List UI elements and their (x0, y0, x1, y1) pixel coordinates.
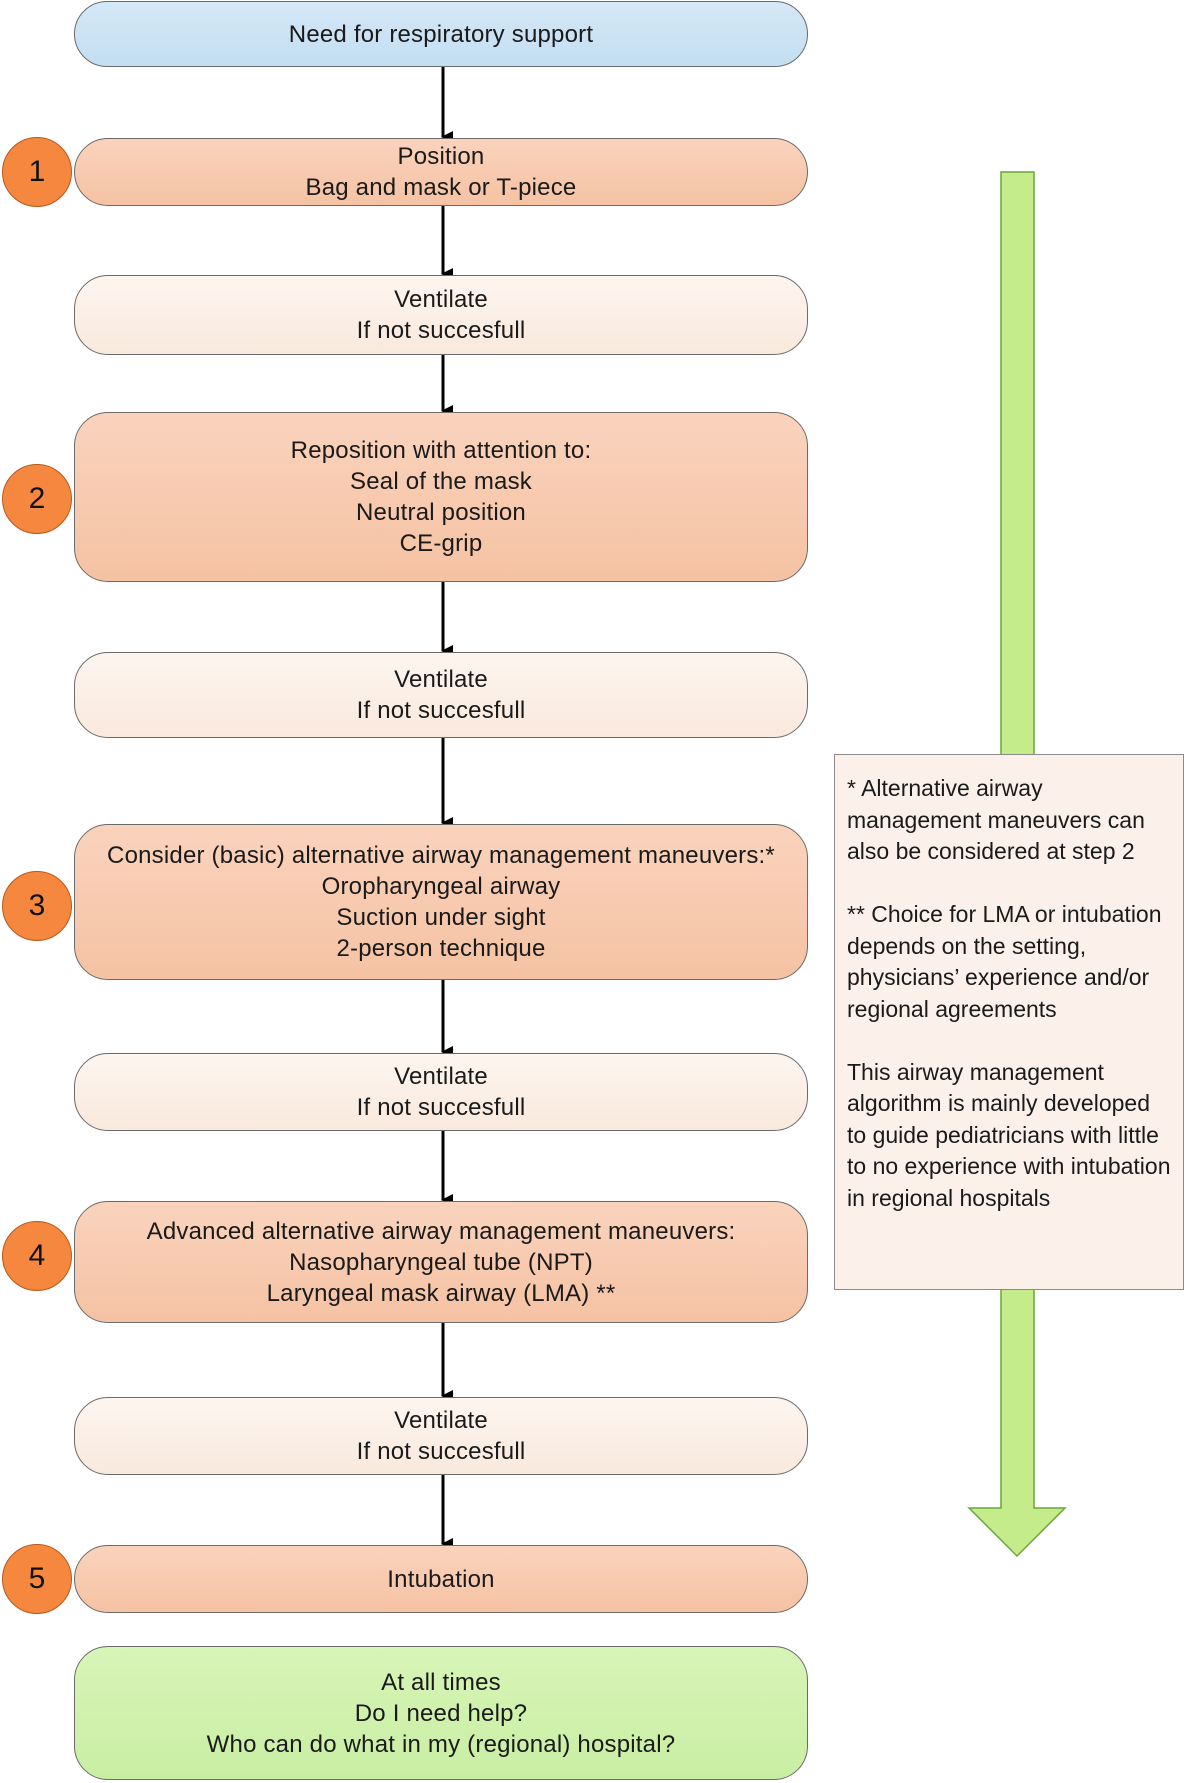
step-3-number: 3 (28, 889, 46, 922)
note-lma-choice: ** Choice for LMA or intubation depends … (847, 901, 1162, 1022)
note-algorithm-purpose: This airway management algorithm is main… (847, 1058, 1171, 1211)
ventilate-line: If not succesfull (356, 317, 526, 344)
ventilate-line: If not succesfull (356, 1094, 526, 1121)
step-2-line: Seal of the mask (350, 468, 532, 495)
ventilate-line: Ventilate (394, 1063, 488, 1090)
step-4-line: Nasopharyngeal tube (NPT) (289, 1248, 593, 1276)
step-2-line: CE-grip (399, 530, 483, 557)
step-2-line: Reposition with attention to: (290, 437, 592, 464)
ventilate-line: If not succesfull (356, 1438, 526, 1465)
ventilate-line: If not succesfull (356, 697, 526, 724)
ventilate-box-1: Ventilate If not succesfull (74, 275, 808, 355)
ventilate-line: Ventilate (394, 286, 488, 313)
final-line: Who can do what in my (regional) hospita… (206, 1730, 676, 1758)
ventilate-box-3: Ventilate If not succesfull (74, 1053, 808, 1131)
start-line: Need for respiratory support (288, 20, 594, 48)
step-5-badge: 5 (2, 1544, 72, 1614)
step-1-badge: 1 (2, 137, 72, 207)
note-alternative-maneuvers: * Alternative airway management maneuver… (847, 775, 1145, 864)
final-line: At all times (381, 1668, 501, 1696)
step-2-badge: 2 (2, 464, 72, 534)
step-3-badge: 3 (2, 871, 72, 941)
step-4-line: Advanced alternative airway management m… (146, 1217, 736, 1245)
ventilate-box-4: Ventilate If not succesfull (74, 1397, 808, 1475)
start-box: Need for respiratory support (74, 1, 808, 67)
step-3-line: Suction under sight (336, 904, 546, 931)
step-4-line: Laryngeal mask airway (LMA) ** (266, 1279, 616, 1307)
notes-box: * Alternative airway management maneuver… (834, 754, 1184, 1290)
at-all-times-box: At all times Do I need help? Who can do … (74, 1646, 808, 1780)
step-1-number: 1 (28, 155, 46, 188)
ventilate-line: Ventilate (394, 1407, 488, 1434)
step-4-box: Advanced alternative airway management m… (74, 1201, 808, 1323)
step-5-number: 5 (28, 1562, 46, 1595)
step-4-badge: 4 (2, 1221, 72, 1291)
step-2-line: Neutral position (356, 499, 526, 526)
step-1-line: Position (397, 143, 485, 170)
step-3-line: Consider (basic) alternative airway mana… (107, 842, 775, 869)
step-4-number: 4 (28, 1239, 46, 1272)
step-5-box: Intubation (74, 1545, 808, 1613)
step-3-line: Oropharyngeal airway (321, 873, 561, 900)
ventilate-box-2: Ventilate If not succesfull (74, 652, 808, 738)
step-3-box: Consider (basic) alternative airway mana… (74, 824, 808, 980)
step-1-box: Position Bag and mask or T-piece (74, 138, 808, 206)
final-line: Do I need help? (354, 1699, 528, 1727)
step-5-line: Intubation (387, 1565, 495, 1593)
step-1-line: Bag and mask or T-piece (305, 174, 577, 201)
step-3-line: 2-person technique (336, 935, 546, 962)
step-2-number: 2 (28, 482, 46, 515)
step-2-box: Reposition with attention to: Seal of th… (74, 412, 808, 582)
ventilate-line: Ventilate (394, 666, 488, 693)
